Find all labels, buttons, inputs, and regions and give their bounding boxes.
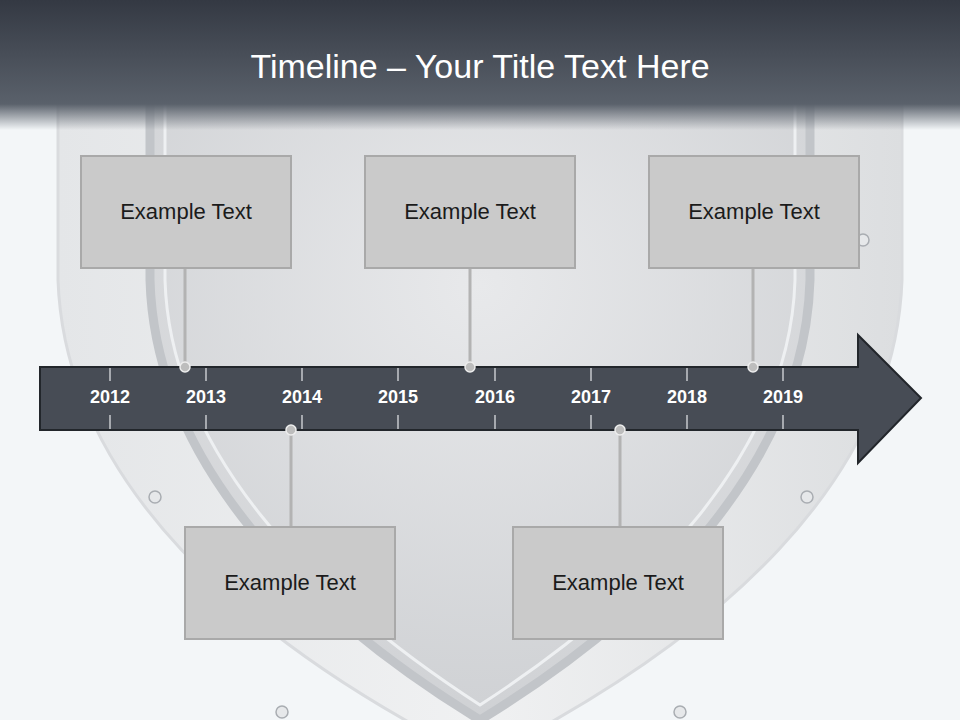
year-label: 2015 <box>378 387 418 407</box>
year-label: 2016 <box>475 387 515 407</box>
marker-dot <box>748 362 758 372</box>
tick <box>301 368 302 381</box>
event-text: Example Text <box>120 199 252 225</box>
event-box: Example Text <box>80 155 292 269</box>
tick <box>109 415 110 429</box>
rivets <box>149 234 869 718</box>
event-box: Example Text <box>512 526 724 640</box>
marker-dot <box>615 425 625 435</box>
event-text: Example Text <box>404 199 536 225</box>
slide-title: Timeline – Your Title Text Here <box>0 44 960 88</box>
leader-line <box>469 269 472 367</box>
markers <box>180 362 758 435</box>
event-box: Example Text <box>364 155 576 269</box>
event-text: Example Text <box>224 570 356 596</box>
event-box: Example Text <box>648 155 860 269</box>
tick <box>494 415 495 429</box>
year-label: 2012 <box>90 387 130 407</box>
tick <box>686 415 687 429</box>
tick <box>205 368 206 381</box>
title-bar <box>0 0 960 130</box>
event-text: Example Text <box>552 570 684 596</box>
year-label: 2013 <box>186 387 226 407</box>
rivet <box>149 491 161 503</box>
rivet <box>276 706 288 718</box>
tick <box>782 368 783 381</box>
tick <box>397 368 398 381</box>
leader-line <box>184 269 187 367</box>
marker-dot <box>286 425 296 435</box>
year-label: 2018 <box>667 387 707 407</box>
tick <box>205 415 206 429</box>
ticks <box>110 368 783 429</box>
tick <box>686 368 687 381</box>
tick <box>301 415 302 429</box>
tick <box>109 368 110 381</box>
year-label: 2017 <box>571 387 611 407</box>
timeline-arrow <box>40 335 921 463</box>
year-label: 2014 <box>282 387 322 407</box>
leader-line <box>752 269 755 367</box>
leader-line <box>619 430 622 526</box>
tick <box>590 415 591 429</box>
rivet <box>674 706 686 718</box>
tick <box>494 368 495 381</box>
leader-line <box>290 430 293 526</box>
marker-dot <box>180 362 190 372</box>
event-text: Example Text <box>688 199 820 225</box>
year-label: 2019 <box>763 387 803 407</box>
tick <box>782 415 783 429</box>
tick <box>397 415 398 429</box>
marker-dot <box>465 362 475 372</box>
event-box: Example Text <box>184 526 396 640</box>
tick <box>590 368 591 381</box>
rivet <box>801 491 813 503</box>
